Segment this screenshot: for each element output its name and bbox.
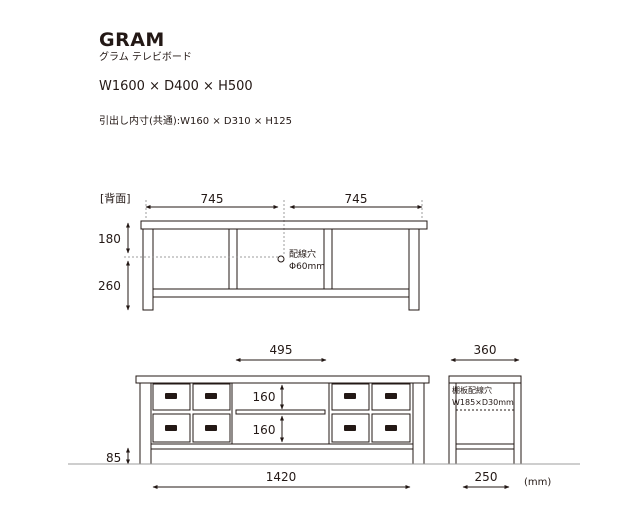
back-divider-right [323, 228, 333, 290]
back-left-leg [142, 228, 154, 311]
drawer [331, 383, 370, 411]
front-leg-height: 85 [106, 451, 121, 465]
drawer [152, 413, 191, 443]
side-top-board [448, 375, 522, 384]
side-leg-depth: 250 [475, 470, 498, 484]
back-width-left: 745 [201, 192, 224, 206]
front-left-leg [139, 382, 152, 465]
drawer [371, 383, 411, 411]
wiring-hole-label: 配線穴 [289, 248, 316, 260]
drawer-handles [165, 393, 397, 431]
unit-label: (mm) [524, 477, 551, 488]
front-upper-opening: 160 [253, 390, 276, 404]
left-drawers [152, 383, 231, 443]
back-height-top: 180 [98, 232, 121, 246]
back-height-bottom: 260 [98, 279, 121, 293]
back-width-right: 745 [345, 192, 368, 206]
front-lower-opening: 160 [253, 423, 276, 437]
side-depth: 360 [474, 343, 497, 357]
side-front-leg [448, 382, 457, 465]
product-title: GRAM [99, 29, 165, 51]
front-center-width: 495 [270, 343, 293, 357]
front-bottom-rail [150, 443, 414, 450]
shelf-hole-size: W185×D30mm [452, 398, 514, 407]
overall-size: W1600 × D400 × H500 [99, 79, 253, 94]
front-view: 495 [106, 343, 430, 489]
front-overall-width: 1420 [266, 470, 297, 484]
drawer-inner-size: 引出し内寸(共通):W160 × D310 × H125 [99, 116, 293, 127]
drawer [371, 413, 411, 443]
back-view: [背面] 745 745 180 260 配線穴 Φ60mm [98, 191, 428, 311]
drawer [192, 413, 231, 443]
product-subtitle: グラム テレビボード [99, 52, 192, 63]
drawer [152, 383, 191, 411]
drawer [192, 383, 231, 411]
front-top-board [135, 375, 430, 384]
drawer [331, 413, 370, 443]
side-view: 360 棚板配線穴 W185×D30mm 250 [448, 343, 522, 489]
front-right-leg [412, 382, 425, 465]
side-back-leg [513, 382, 522, 465]
wiring-hole [277, 255, 285, 263]
wiring-hole-size: Φ60mm [289, 262, 325, 272]
shelf-hole-label: 棚板配線穴 [452, 385, 492, 395]
side-bottom-rail [455, 443, 515, 450]
back-top-board [140, 220, 428, 230]
back-bottom-rail [152, 288, 410, 298]
back-right-leg [408, 228, 420, 311]
back-view-label: [背面] [100, 191, 131, 205]
right-drawers [331, 383, 411, 443]
front-center-shelf [235, 409, 326, 415]
back-divider-left [228, 228, 238, 290]
